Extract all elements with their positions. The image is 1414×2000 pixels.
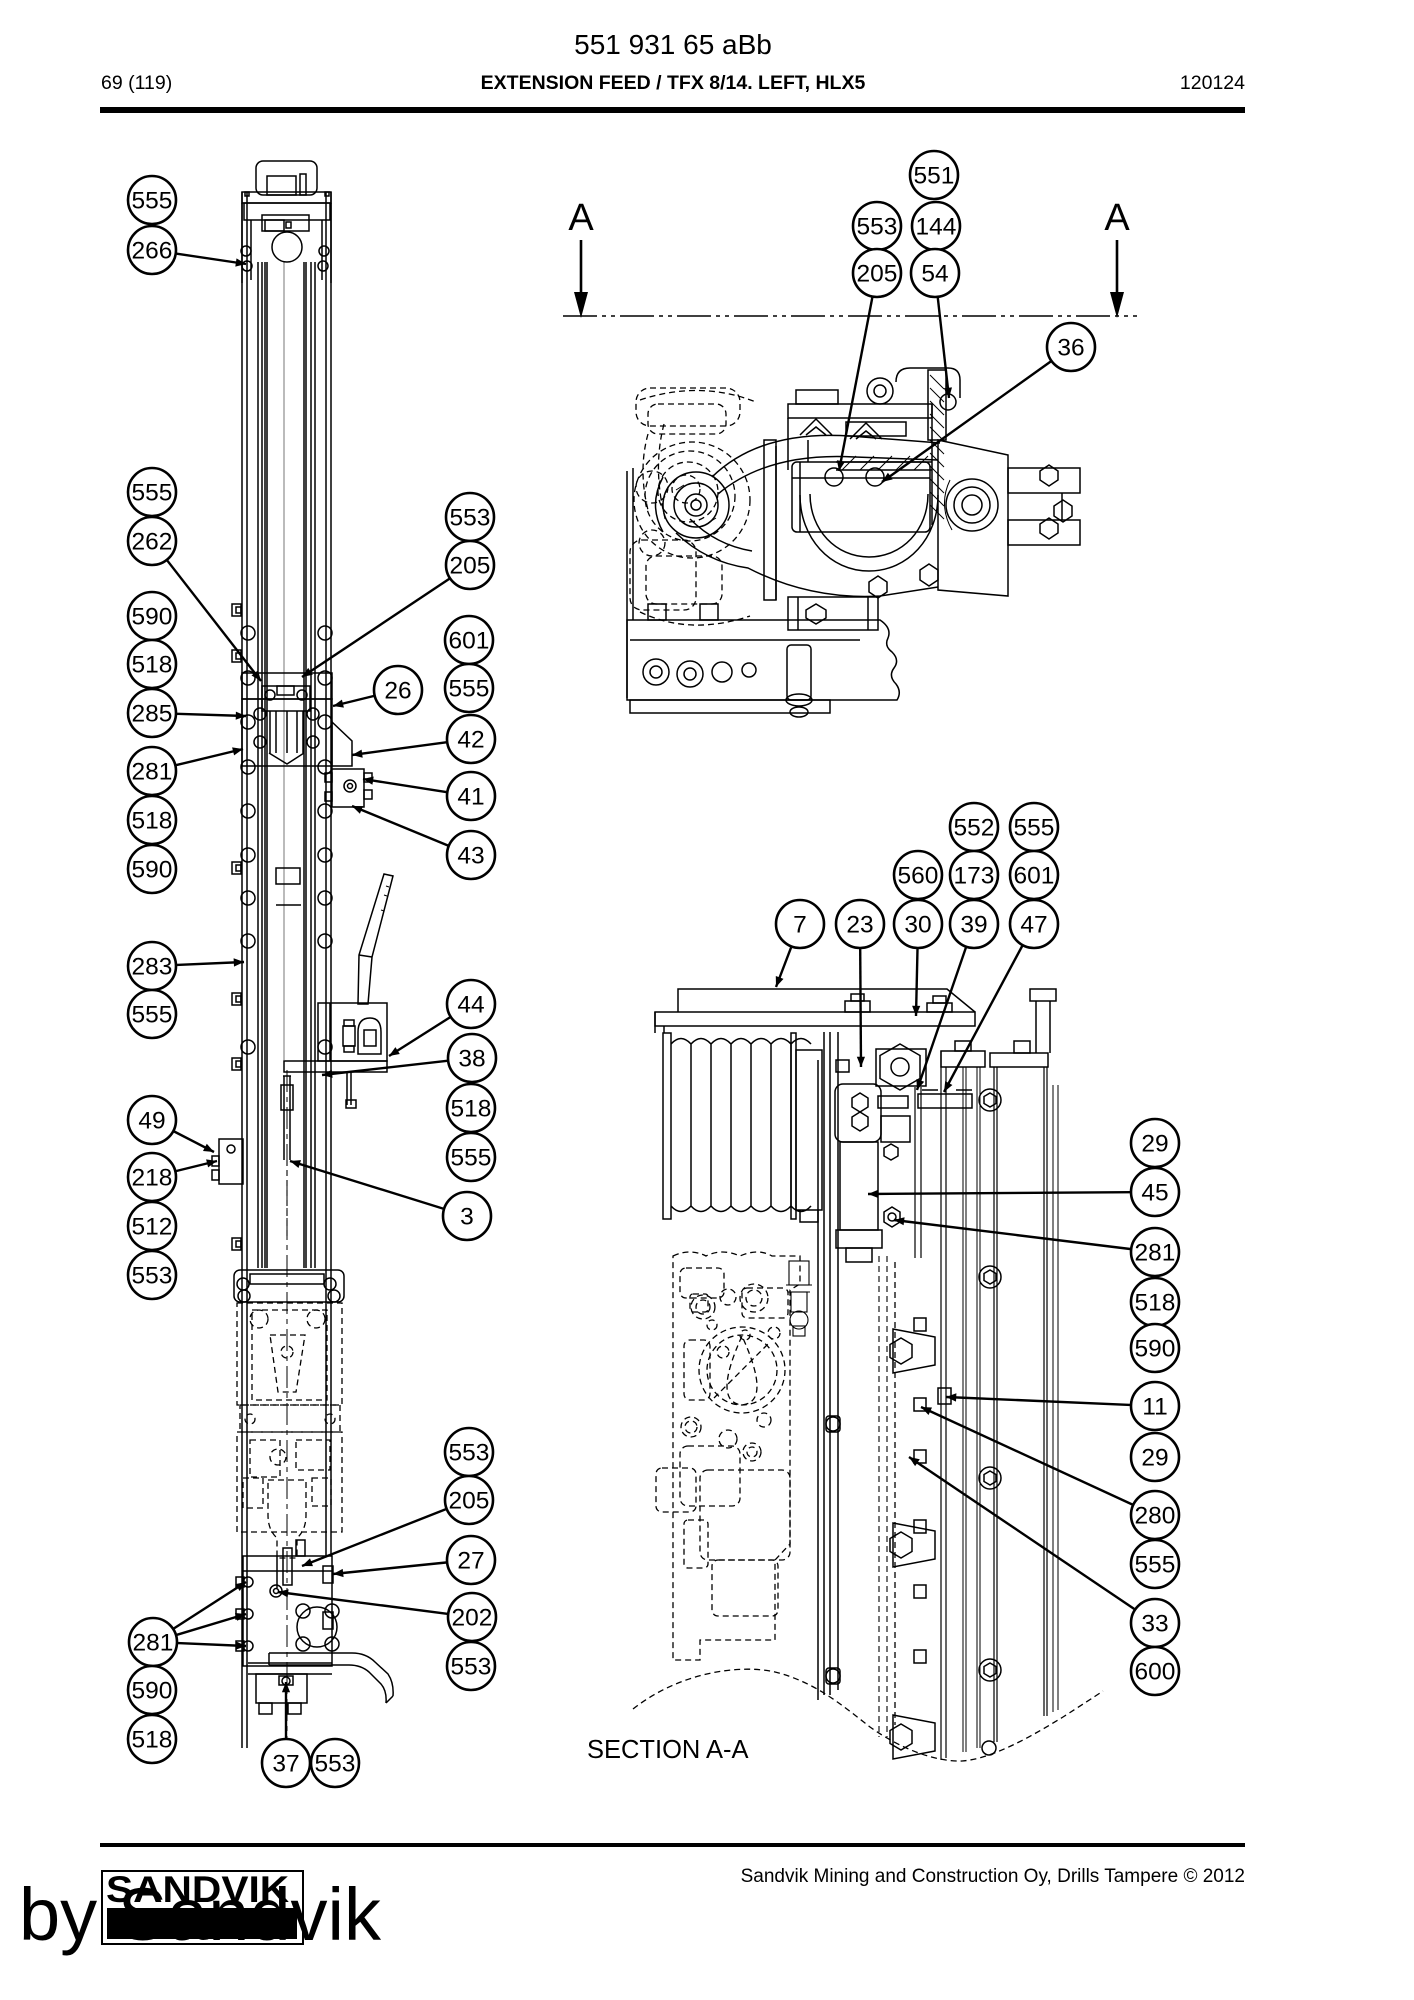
svg-text:518: 518 [451, 1096, 492, 1123]
svg-text:42: 42 [457, 727, 484, 754]
svg-text:555: 555 [1014, 815, 1055, 842]
svg-text:7: 7 [793, 912, 807, 939]
svg-text:600: 600 [1135, 1659, 1176, 1686]
svg-text:26: 26 [384, 678, 411, 705]
svg-text:553: 553 [857, 214, 898, 241]
svg-text:285: 285 [132, 701, 173, 728]
svg-text:555: 555 [449, 676, 490, 703]
svg-text:555: 555 [451, 1145, 492, 1172]
svg-text:38: 38 [458, 1046, 485, 1073]
svg-text:A: A [568, 197, 594, 239]
svg-text:27: 27 [457, 1548, 484, 1575]
svg-text:33: 33 [1141, 1611, 1168, 1638]
svg-text:518: 518 [132, 1727, 173, 1754]
svg-text:173: 173 [954, 863, 995, 890]
svg-text:30: 30 [904, 912, 931, 939]
svg-text:553: 553 [451, 1654, 492, 1681]
svg-text:144: 144 [916, 214, 957, 241]
svg-text:518: 518 [1135, 1290, 1176, 1317]
svg-text:553: 553 [315, 1751, 356, 1778]
svg-text:23: 23 [846, 912, 873, 939]
svg-text:590: 590 [132, 1678, 173, 1705]
svg-text:37: 37 [272, 1751, 299, 1778]
svg-text:552: 552 [954, 815, 995, 842]
svg-text:280: 280 [1135, 1503, 1176, 1530]
svg-text:205: 205 [450, 553, 491, 580]
svg-text:29: 29 [1141, 1445, 1168, 1472]
svg-text:A: A [1104, 197, 1130, 239]
svg-text:555: 555 [1135, 1552, 1176, 1579]
svg-text:553: 553 [132, 1263, 173, 1290]
svg-text:518: 518 [132, 652, 173, 679]
svg-text:3: 3 [460, 1204, 474, 1231]
svg-text:281: 281 [1135, 1240, 1176, 1267]
svg-text:49: 49 [138, 1108, 165, 1135]
svg-text:555: 555 [132, 480, 173, 507]
svg-text:266: 266 [132, 238, 173, 265]
svg-text:39: 39 [960, 912, 987, 939]
svg-text:47: 47 [1020, 912, 1047, 939]
svg-text:553: 553 [450, 505, 491, 532]
svg-text:54: 54 [921, 261, 948, 288]
svg-text:44: 44 [457, 992, 484, 1019]
svg-text:205: 205 [449, 1488, 490, 1515]
svg-text:555: 555 [132, 188, 173, 215]
svg-text:43: 43 [457, 843, 484, 870]
svg-text:283: 283 [132, 954, 173, 981]
svg-text:29: 29 [1141, 1131, 1168, 1158]
svg-text:590: 590 [132, 604, 173, 631]
svg-text:560: 560 [898, 863, 939, 890]
svg-text:601: 601 [449, 628, 490, 655]
svg-text:518: 518 [132, 808, 173, 835]
svg-text:555: 555 [132, 1002, 173, 1029]
svg-text:553: 553 [449, 1440, 490, 1467]
svg-text:281: 281 [133, 1630, 174, 1657]
svg-text:281: 281 [132, 759, 173, 786]
svg-text:551: 551 [914, 163, 955, 190]
svg-text:218: 218 [132, 1165, 173, 1192]
svg-text:590: 590 [1135, 1336, 1176, 1363]
svg-text:202: 202 [452, 1605, 493, 1632]
svg-text:512: 512 [132, 1214, 173, 1241]
svg-text:41: 41 [457, 784, 484, 811]
svg-text:36: 36 [1057, 335, 1084, 362]
svg-text:11: 11 [1142, 1394, 1167, 1421]
svg-text:262: 262 [132, 529, 173, 556]
svg-text:205: 205 [857, 261, 898, 288]
svg-text:45: 45 [1141, 1180, 1168, 1207]
svg-text:601: 601 [1014, 863, 1055, 890]
svg-text:590: 590 [132, 857, 173, 884]
